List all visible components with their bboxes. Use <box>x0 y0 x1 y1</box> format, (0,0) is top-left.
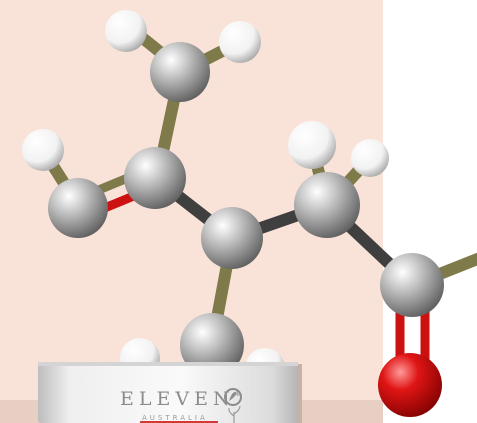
carbon-atom <box>180 313 244 377</box>
jar-subtitle-text: AUSTRALIA <box>142 414 208 422</box>
atoms <box>22 10 444 417</box>
hydrogen-atom <box>22 129 64 171</box>
carbon-atom <box>294 172 360 238</box>
carbon-atom <box>380 253 444 317</box>
jar-rim <box>38 362 298 366</box>
leaf-badge-icon <box>224 388 242 406</box>
jar-body <box>38 364 298 423</box>
product-jar: ELEVEN® AUSTRALIA <box>38 362 302 423</box>
plant-icon <box>228 405 241 423</box>
hydrogen-atom <box>105 10 147 52</box>
hydrogen-atom <box>288 121 336 169</box>
carbon-atom <box>150 42 210 102</box>
jar-red-label <box>140 421 218 423</box>
carbon-atom <box>124 147 186 209</box>
hydrogen-atom <box>351 139 389 177</box>
carbon-atom <box>201 207 263 269</box>
oxygen-atom <box>378 353 442 417</box>
jar-brand-text: ELEVEN® <box>120 388 247 410</box>
hydrogen-atom <box>219 21 261 63</box>
carbon-atom <box>48 178 108 238</box>
